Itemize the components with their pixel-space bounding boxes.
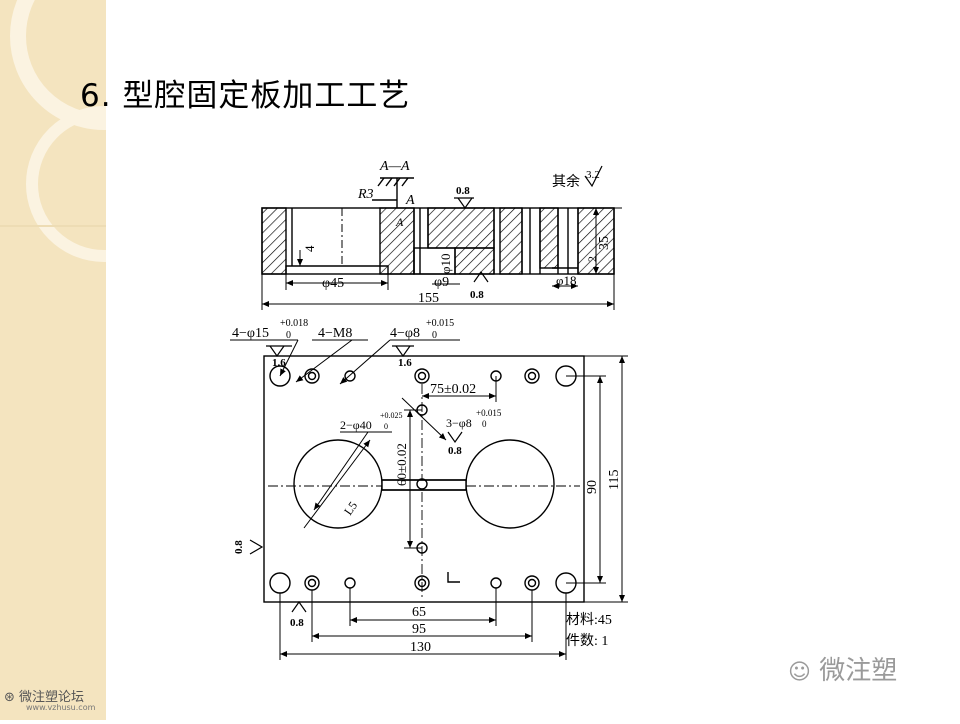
rest-roughness-value: 3.2: [586, 169, 600, 181]
dim-dia18: φ18: [556, 273, 577, 288]
callout-3dia8: 3−φ8: [446, 416, 472, 430]
forum-watermark: ⊛ 微注塑论坛 www.vzhusu.com: [4, 686, 95, 712]
tol-lower: 0: [286, 330, 291, 341]
tol-lower: 0: [384, 422, 388, 431]
section-mark-a-inner: A: [395, 215, 404, 229]
wechat-logo-text: 微注塑: [819, 656, 898, 686]
section-dimensions: [261, 207, 622, 310]
tol-lower: 0: [432, 330, 437, 341]
roughness-value: 0.8: [448, 445, 462, 457]
quantity-label: 件数: 1: [566, 633, 608, 649]
forum-url: www.vzhusu.com: [26, 703, 96, 712]
dim-155: 155: [418, 291, 439, 306]
forum-logo-icon: ⊛: [4, 690, 15, 705]
dim-depth: 4: [302, 245, 317, 252]
section-view: [261, 207, 615, 275]
callout-holes15: 4−φ15: [232, 326, 269, 341]
roughness-value: 0.8: [470, 289, 484, 301]
dim-115: 115: [607, 470, 622, 490]
callout-dia40: 2−φ40: [340, 418, 372, 432]
wechat-watermark: ☺ 微注塑: [788, 650, 897, 687]
slide-canvas: [106, 0, 960, 720]
dim-65: 65: [412, 605, 426, 620]
roughness-value: 0.8: [233, 540, 245, 554]
roughness-symbol: [249, 345, 463, 613]
dim-130: 130: [410, 640, 431, 655]
dim-35: 35: [597, 236, 612, 250]
section-label: A—A: [379, 159, 410, 174]
dim-dia10: φ10: [438, 253, 453, 274]
tol-upper: +0.015: [476, 408, 502, 418]
plan-view: [263, 355, 585, 603]
roughness-symbol: [454, 165, 603, 283]
tol-upper: +0.018: [280, 318, 308, 329]
roughness-value: 1.6: [398, 357, 412, 369]
fillet-label: R3: [357, 187, 374, 202]
wechat-icon: ☺: [788, 660, 811, 685]
roughness-value: 0.8: [290, 617, 304, 629]
tol-lower: 0: [482, 419, 487, 429]
dim-75: 75±0.02: [430, 382, 476, 397]
forum-logo-text: 微注塑论坛: [19, 690, 85, 705]
dim-95: 95: [412, 622, 426, 637]
dim-90: 90: [585, 480, 600, 494]
rest-roughness-prefix: 其余: [552, 173, 580, 190]
material-label: 材料:45: [566, 612, 612, 628]
callout-m8: 4−M8: [318, 326, 352, 341]
tol-upper: +0.015: [426, 318, 454, 329]
roughness-value: 1.6: [272, 357, 286, 369]
section-arrow: [372, 177, 414, 208]
dim-r5: L5: [341, 499, 360, 518]
dim-2: 2: [585, 256, 599, 262]
slide-title: 6. 型腔固定板加工工艺: [80, 78, 411, 114]
dim-dia45: φ45: [322, 276, 344, 291]
section-mark-a: A: [405, 193, 415, 208]
roughness-value: 0.8: [456, 185, 470, 197]
callout-holes8: 4−φ8: [390, 326, 420, 341]
leader-lines: [230, 339, 628, 660]
dim-60: 60±0.02: [394, 443, 409, 486]
dim-dia9: φ9: [434, 275, 449, 290]
tol-upper: +0.025: [380, 411, 403, 420]
